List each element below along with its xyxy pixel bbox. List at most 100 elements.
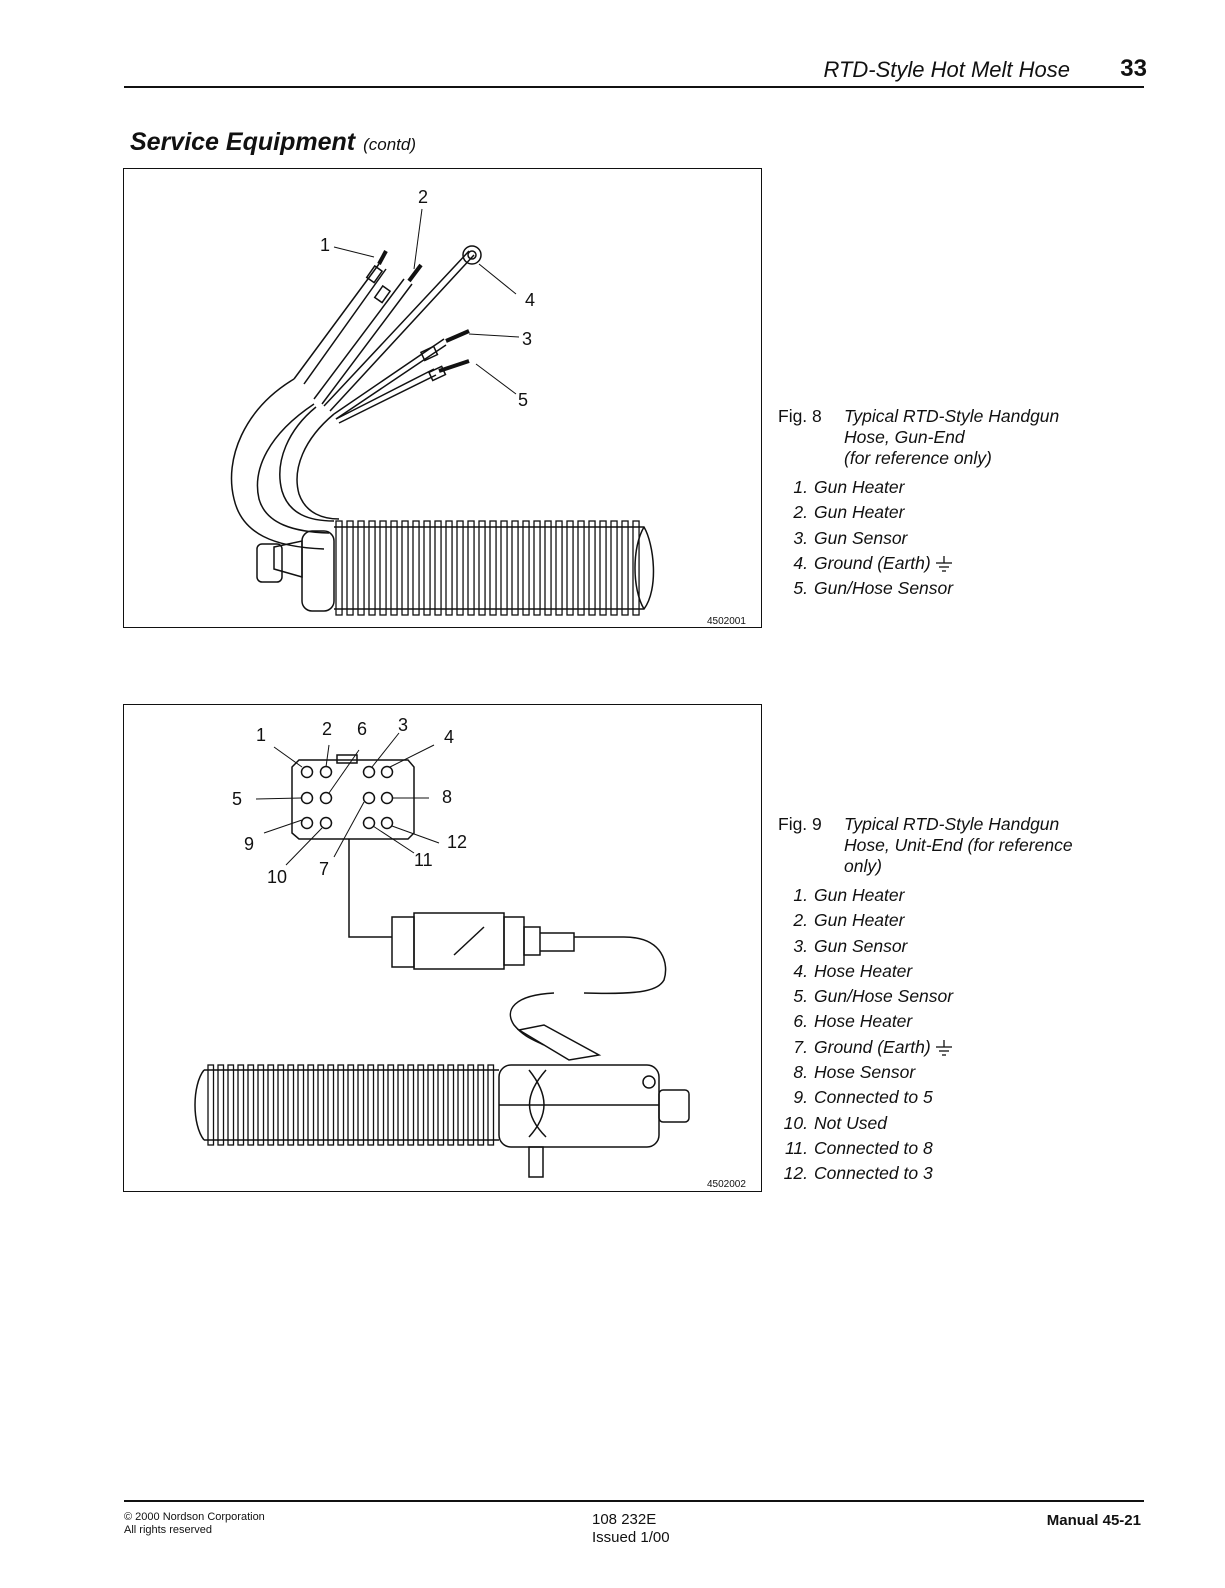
legend-item: 1.Gun Heater (793, 885, 905, 905)
footer-doc-info: 108 232E Issued 1/00 (592, 1511, 670, 1547)
hose-rib (427, 1064, 435, 1146)
running-header-title: RTD-Style Hot Melt Hose (823, 57, 1070, 82)
legend-item: 1.Gun Heater (793, 477, 905, 497)
hose-rib (566, 520, 574, 616)
hose-rib (346, 520, 354, 616)
hose-rib (307, 1064, 315, 1146)
hose-rib (335, 520, 343, 616)
fig8-caption-line: (for reference only) (844, 448, 992, 468)
fig8-callout-3: 3 (522, 329, 532, 349)
section-contd: (contd) (363, 135, 416, 154)
fig8-callout-2: 2 (418, 187, 428, 207)
hose-rib (267, 1064, 275, 1146)
hose-rib (367, 1064, 375, 1146)
fig9-caption-line: Typical RTD-Style Handgun (844, 814, 1060, 834)
legend-item: 6.Hose Heater (793, 1011, 913, 1032)
legend-item: 2.Gun Heater (793, 910, 905, 931)
hose-rib (621, 520, 629, 616)
hose-rib (500, 520, 508, 616)
page-number: 33 (1120, 55, 1147, 82)
hose-rib (337, 1064, 345, 1146)
section-title-text: Service Equipment (130, 128, 356, 156)
hose-rib (533, 520, 541, 616)
hose-rib (407, 1064, 415, 1146)
footer-copyright: © 2000 Nordson Corporation All rights re… (124, 1511, 265, 1537)
fig9-callout-7: 7 (319, 859, 329, 879)
hose-rib (247, 1064, 255, 1146)
hose-unit-end-drawing: 1 2 6 3 4 5 8 9 12 11 10 7 4502002 (194, 715, 746, 1190)
legend-item: 7.Ground (Earth) (778, 1035, 953, 1060)
fig9-caption-line: only) (844, 856, 882, 876)
hose-rib (257, 1064, 265, 1146)
hose-rib (478, 520, 486, 616)
hose-rib (447, 1064, 455, 1146)
hose-rib (489, 520, 497, 616)
figure-8-illustration: 1 2 3 4 5 4502001 (123, 168, 762, 628)
fig9-callout-8: 8 (442, 787, 452, 807)
legend-item: 5.Gun/Hose Sensor (793, 578, 954, 599)
hose-rib (511, 520, 519, 616)
fig8-art-number: 4502001 (707, 616, 746, 627)
hose-rib (207, 1064, 215, 1146)
hose-rib (522, 520, 530, 616)
hose-rib (632, 520, 640, 616)
hose-rib (390, 520, 398, 616)
footer-rule (124, 1500, 1144, 1502)
fig9-callout-4: 4 (444, 727, 454, 747)
hose-rib (423, 520, 431, 616)
hose-rib (445, 520, 453, 616)
fig9-callout-11: 11 (414, 850, 433, 870)
hose-rib (327, 1064, 335, 1146)
hose-rib (277, 1064, 285, 1146)
hose-rib (437, 1064, 445, 1146)
hose-rib (544, 520, 552, 616)
legend-item: 8.Hose Sensor (793, 1062, 916, 1083)
fig8-callout-4: 4 (525, 290, 535, 310)
hose-rib (555, 520, 563, 616)
fig9-caption-line: Hose, Unit-End (for reference (844, 835, 1073, 855)
fig9-callout-6: 6 (357, 719, 367, 739)
fig8-label: Fig. 8 (778, 406, 822, 426)
hose-rib (588, 520, 596, 616)
section-title: Service Equipment (contd) (130, 128, 416, 157)
hose-rib (357, 520, 365, 616)
hose-rib (397, 1064, 405, 1146)
hose-gun-end-drawing: 1 2 3 4 5 4502001 (230, 187, 746, 627)
legend-item: 12.Connected to 3 (783, 1163, 933, 1184)
hose-rib (377, 1064, 385, 1146)
legend-item: 10.Not Used (783, 1112, 887, 1133)
hose-rib (387, 1064, 395, 1146)
hose-rib (347, 1064, 355, 1146)
hose-rib (237, 1064, 245, 1146)
fig9-art-number: 4502002 (707, 1179, 746, 1190)
hose-rib (401, 520, 409, 616)
hose-rib (297, 1064, 305, 1146)
manual-number: Manual 45-21 (1046, 1512, 1141, 1529)
copyright-text: © 2000 Nordson Corporation (124, 1511, 265, 1523)
fig9-callout-2: 2 (322, 719, 332, 739)
hose-rib (434, 520, 442, 616)
fig9-callout-3: 3 (398, 715, 408, 735)
hose-rib (467, 520, 475, 616)
legend-item: 3.Gun Sensor (793, 527, 908, 548)
figure-9-illustration: 1 2 6 3 4 5 8 9 12 11 10 7 4502002 (123, 704, 762, 1192)
hose-rib (477, 1064, 485, 1146)
legend-item: 4.Ground (Earth) (778, 551, 953, 576)
hose-rib (577, 520, 585, 616)
ground-symbol-icon (935, 1040, 952, 1056)
hose-rib (599, 520, 607, 616)
hose-rib (457, 1064, 465, 1146)
header-rule (124, 86, 1144, 88)
fig8-callout-1: 1 (320, 235, 330, 255)
hose-rib (412, 520, 420, 616)
fig9-callout-10: 10 (267, 867, 287, 887)
fig8-caption-line: Hose, Gun-End (844, 427, 965, 447)
legend-item: 11.Connected to 8 (784, 1137, 933, 1158)
figure-8-legend: 1.Gun Heater 2.Gun Heater 3.Gun Sensor 4… (778, 475, 953, 601)
figure-9-legend: 1.Gun Heater 2.Gun Heater 3.Gun Sensor 4… (778, 883, 953, 1187)
fig9-callout-1: 1 (256, 725, 266, 745)
fig9-callout-12: 12 (447, 832, 467, 852)
hose-rib (487, 1064, 495, 1146)
